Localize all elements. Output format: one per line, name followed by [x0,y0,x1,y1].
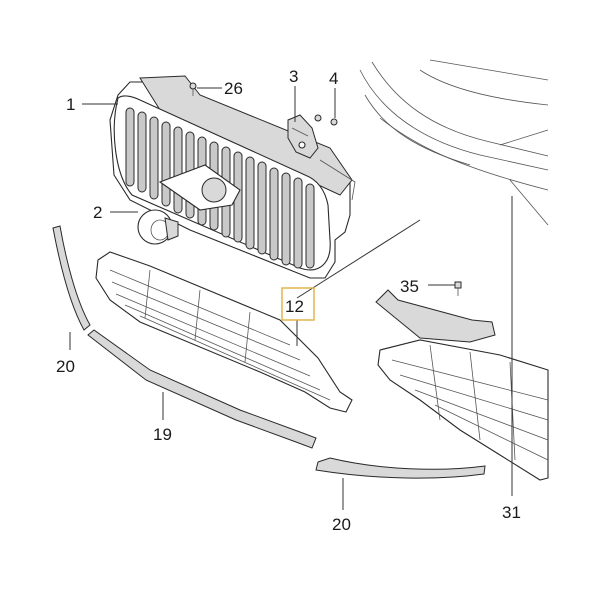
trim-left-part-20 [52,225,91,331]
lower-trim-part-19 [87,329,317,449]
main-grille [109,75,356,279]
callout-20-left: 20 [56,357,75,376]
lower-grille [95,251,353,413]
callout-1: 1 [66,95,75,114]
callout-3: 3 [289,67,298,86]
highlight-box-part-12 [281,287,315,321]
callout-19: 19 [153,425,172,444]
bumper-cover [359,59,549,226]
callout-35: 35 [400,277,419,296]
clip-part-35 [454,281,462,296]
splash-shield-part-31 [375,289,549,481]
callout-labels: 1 2 3 4 26 12 19 20 20 31 35 [56,67,521,534]
bracket-part-3 [287,114,319,159]
callout-4: 4 [329,69,338,88]
emblem [201,177,227,203]
callout-20-bottom: 20 [332,515,351,534]
screw-part-4 [314,114,338,126]
callout-12: 12 [285,297,304,316]
trim-bottom-part-20 [315,457,486,479]
callout-31: 31 [502,503,521,522]
callout-26: 26 [224,79,243,98]
callout-2: 2 [93,203,102,222]
cap-part-2 [137,209,179,245]
leader-lines [69,86,513,510]
clip-part-26 [189,82,197,96]
